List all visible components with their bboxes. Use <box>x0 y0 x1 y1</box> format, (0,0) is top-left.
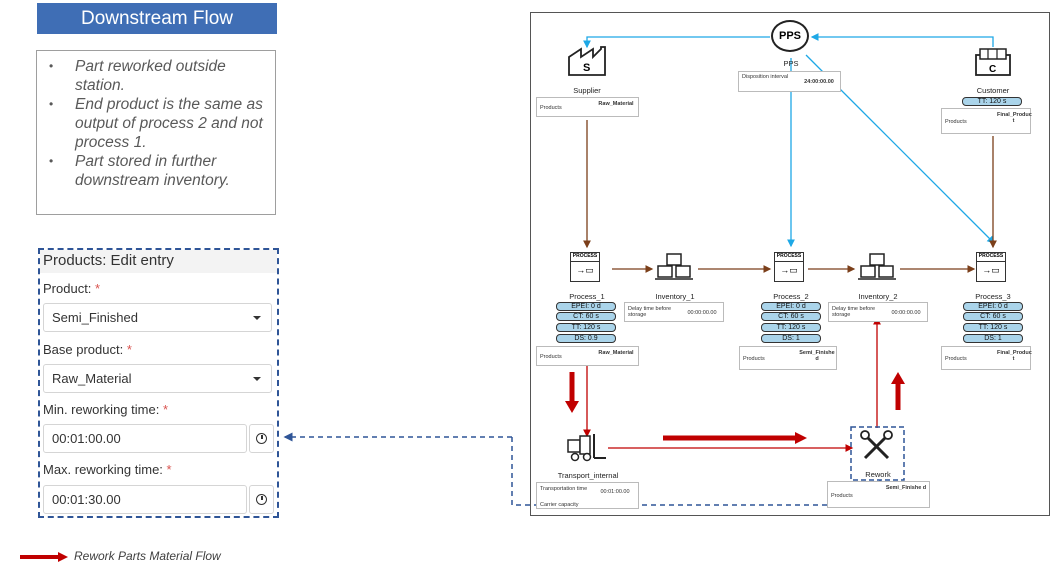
process-3-ct-pill: CT: 60 s <box>963 312 1023 321</box>
svg-text:S: S <box>583 62 590 74</box>
process-1-card: Products Raw_Material <box>536 346 639 366</box>
supplier-card: Products Raw_Material <box>536 97 639 117</box>
base-product-select[interactable]: Raw_Material <box>43 364 272 393</box>
process-3-card: Products Final_Produc t <box>941 346 1032 370</box>
customer-tt-pill: TT: 120 s <box>962 97 1022 106</box>
process-2-label: Process_2 <box>773 292 809 301</box>
legend-label: Rework Parts Material Flow <box>74 549 221 563</box>
bullet-item: Part reworked outside station. <box>49 57 269 95</box>
min-reworking-label: Min. reworking time: * <box>43 402 168 417</box>
inventory-1-icon[interactable] <box>655 252 695 282</box>
process-2-tt-pill: TT: 120 s <box>761 323 821 332</box>
rework-label: Rework <box>865 470 891 479</box>
process-2-card: Products Semi_Finishe d <box>739 346 837 370</box>
pps-icon[interactable]: PPS <box>771 20 809 52</box>
max-reworking-label: Max. reworking time: * <box>43 462 172 477</box>
rework-card: Products Semi_Finishe d <box>827 481 930 508</box>
process-2-ds-pill: DS: 1 <box>761 334 821 343</box>
legend-arrow-icon <box>20 552 68 562</box>
product-label: Product: * <box>43 281 101 296</box>
clock-icon <box>256 494 267 505</box>
pps-label: PPS <box>783 59 799 68</box>
products-edit-form: Products: Edit entry Product: * Semi_Fin… <box>38 248 279 518</box>
process-1-label: Process_1 <box>569 292 605 301</box>
min-time-picker-button[interactable] <box>249 424 274 453</box>
process-2-ct-pill: CT: 60 s <box>761 312 821 321</box>
max-reworking-input[interactable]: 00:01:30.00 <box>43 485 247 514</box>
process-3-label: Process_3 <box>975 292 1011 301</box>
form-heading: Products: Edit entry <box>40 250 277 273</box>
pps-card: Disposition interval 24:00:00.00 <box>738 71 841 92</box>
factory-icon[interactable]: S <box>567 45 607 77</box>
process-1-tt-pill: TT: 120 s <box>556 323 616 332</box>
inventory-1-label: Inventory_1 <box>655 292 695 301</box>
svg-text:C: C <box>989 64 996 75</box>
clock-icon <box>256 433 267 444</box>
inventory-2-icon[interactable] <box>858 252 898 282</box>
inventory-2-card: Delay time before storage 00:00:00.00 <box>828 302 928 322</box>
customer-card: Products Final_Produc t <box>941 108 1032 134</box>
inventory-2-label: Inventory_2 <box>858 292 898 301</box>
process-3-epei-pill: EPEI: 0 d <box>963 302 1023 311</box>
bullet-item: Part stored in further downstream invent… <box>49 152 269 190</box>
base-product-label: Base product: * <box>43 342 132 357</box>
slide-title: Downstream Flow <box>37 3 277 34</box>
max-time-picker-button[interactable] <box>249 485 274 514</box>
forklift-icon[interactable] <box>566 432 608 462</box>
process-3-tt-pill: TT: 120 s <box>963 323 1023 332</box>
rework-tools-icon[interactable] <box>860 430 896 462</box>
product-select[interactable]: Semi_Finished <box>43 303 272 332</box>
process-2-epei-pill: EPEI: 0 d <box>761 302 821 311</box>
process-1-epei-pill: EPEI: 0 d <box>556 302 616 311</box>
customer-label: Customer <box>976 86 1010 95</box>
process-1-icon[interactable]: PROCESS →▭ <box>570 252 600 282</box>
min-reworking-input[interactable]: 00:01:00.00 <box>43 424 247 453</box>
customer-icon[interactable]: C <box>974 47 1012 77</box>
bullet-item: End product is the same as output of pro… <box>49 95 269 152</box>
process-3-icon[interactable]: PROCESS →▭ <box>976 252 1006 282</box>
transport-label: Transport_internal <box>557 471 619 480</box>
process-1-ct-pill: CT: 60 s <box>556 312 616 321</box>
transport-card: Transportation time 00:01:00.00 Carrier … <box>536 482 639 509</box>
supplier-label: Supplier <box>573 86 601 95</box>
process-1-ds-pill: DS: 0.9 <box>556 334 616 343</box>
inventory-1-card: Delay time before storage 00:00:00.00 <box>624 302 724 322</box>
process-2-icon[interactable]: PROCESS →▭ <box>774 252 804 282</box>
description-box: Part reworked outside station. End produ… <box>36 50 276 215</box>
process-3-ds-pill: DS: 1 <box>963 334 1023 343</box>
